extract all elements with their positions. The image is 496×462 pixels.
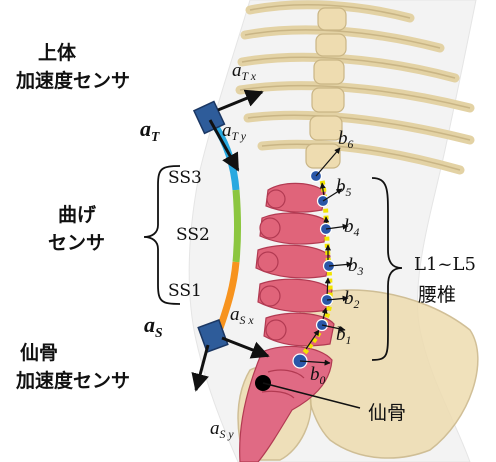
upper-sensor-label-2: 加速度センサ <box>16 66 130 93</box>
sacrum-label: 仙骨 <box>368 398 406 425</box>
b5-label: b5 <box>336 176 351 200</box>
bend-sensor-label-2: センサ <box>48 228 105 255</box>
b3-label: b3 <box>348 255 363 279</box>
lumbar-label-1: L1~L5 <box>414 254 476 275</box>
aTy-label: aT y <box>222 120 246 144</box>
upper-sensor-label-1: 上体 <box>38 38 76 65</box>
b0-label: b0 <box>310 364 325 388</box>
bend-sensor-label-1: 曲げ <box>58 200 96 227</box>
aSy-label: aS y <box>210 418 234 442</box>
sacrum-sensor-label-2: 加速度センサ <box>16 366 130 393</box>
aTx-label: aT x <box>232 60 256 84</box>
ss1-label: SS1 <box>168 281 202 301</box>
aSx-label: aS x <box>230 304 254 328</box>
ss2-label: SS2 <box>176 225 210 245</box>
aT-symbol: aT <box>140 116 159 145</box>
lumbar-label-2: 腰椎 <box>418 280 456 307</box>
b1-label: b1 <box>336 324 351 348</box>
ss3-label: SS3 <box>168 168 202 188</box>
b4-label: b4 <box>344 216 359 240</box>
sacrum-sensor-label-1: 仙骨 <box>20 338 58 365</box>
b2-label: b2 <box>344 288 359 312</box>
aS-symbol: aS <box>144 312 163 341</box>
b6-label: b6 <box>338 128 353 152</box>
